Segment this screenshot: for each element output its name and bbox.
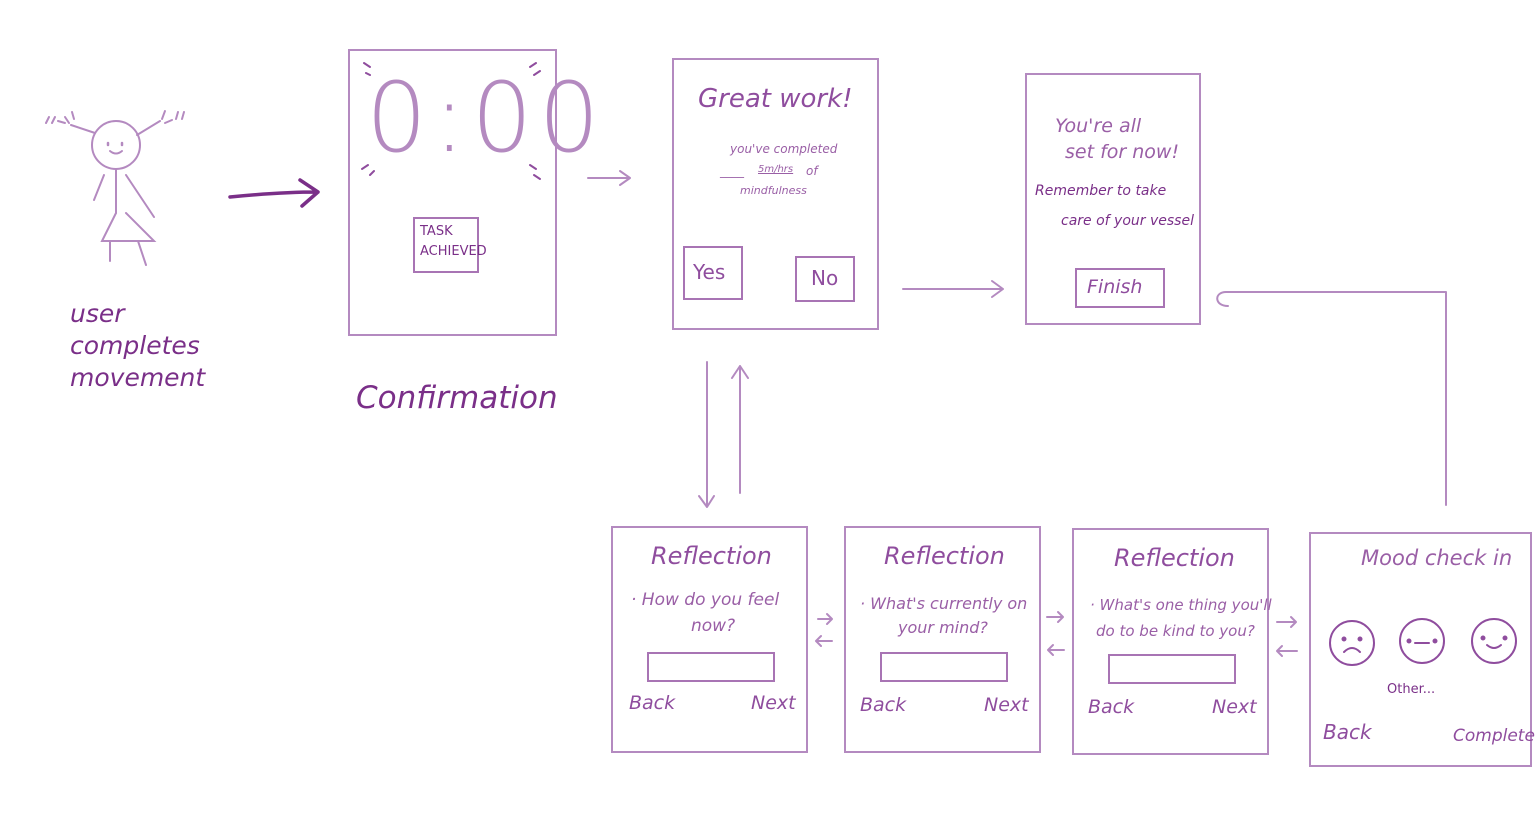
arrow-mood-to-done bbox=[1216, 291, 1447, 506]
finish-button[interactable]: Finish bbox=[1075, 268, 1165, 308]
reflection-question-line1: · How do you feel bbox=[631, 590, 780, 610]
other-mood-option[interactable]: Other... bbox=[1387, 682, 1436, 697]
reflection-question-line1: · What's one thing you'll bbox=[1090, 596, 1272, 614]
confirmation-screen: 0:00 TASK ACHIEVED bbox=[348, 49, 600, 336]
yes-button[interactable]: Yes bbox=[683, 246, 743, 300]
reflection-answer-input[interactable] bbox=[1108, 654, 1236, 684]
timer-display: 0:00 bbox=[366, 62, 606, 174]
next-button[interactable]: Next bbox=[984, 694, 1029, 716]
back-button[interactable]: Back bbox=[1323, 720, 1372, 744]
arrow-to-done bbox=[902, 280, 1004, 298]
back-button[interactable]: Back bbox=[860, 694, 907, 716]
completed-unit: 5m/hrs bbox=[758, 164, 794, 175]
reflection-question-line2: do to be kind to you? bbox=[1096, 622, 1255, 640]
user-completes-label: user completes movement bbox=[70, 299, 206, 392]
reflection-question-line1: · What's currently on bbox=[860, 594, 1028, 613]
reflection-title: Reflection bbox=[651, 542, 772, 570]
reflection-answer-input[interactable] bbox=[880, 652, 1008, 682]
mood-title: Mood check in bbox=[1361, 546, 1513, 570]
arrow-down-to-reflection bbox=[698, 361, 715, 508]
completed-text: you've completed bbox=[730, 142, 838, 156]
confirmation-label: Confirmation bbox=[356, 380, 558, 416]
arrow-r2-to-r1 bbox=[815, 635, 833, 647]
next-button[interactable]: Next bbox=[1212, 696, 1257, 718]
reflection-screen-3: Reflection · What's one thing you'll do … bbox=[1072, 528, 1272, 755]
arrow-mood-to-r3 bbox=[1276, 645, 1298, 657]
sad-face-icon[interactable] bbox=[1327, 618, 1377, 668]
completed-of: of bbox=[806, 164, 818, 178]
reflection-screen-1: Reflection · How do you feel now? Back N… bbox=[611, 526, 808, 753]
arrow-r2-to-r3 bbox=[1046, 611, 1064, 623]
neutral-face-icon[interactable] bbox=[1397, 616, 1447, 666]
reflection-title: Reflection bbox=[884, 542, 1005, 570]
completed-blank: ____ bbox=[720, 164, 744, 178]
reflection-answer-input[interactable] bbox=[647, 652, 775, 682]
task-achieved-badge: TASK ACHIEVED bbox=[413, 217, 487, 273]
mood-check-in-screen: Mood check in Other... Back Complete bbox=[1309, 532, 1535, 767]
reflection-question-line2: now? bbox=[691, 616, 736, 636]
reminder-line1: Remember to take bbox=[1035, 183, 1167, 199]
reflection-screen-2: Reflection · What's currently on your mi… bbox=[844, 526, 1041, 753]
happy-face-icon[interactable] bbox=[1469, 616, 1519, 666]
no-button[interactable]: No bbox=[795, 256, 855, 302]
sparkle-icon bbox=[361, 62, 541, 180]
back-button[interactable]: Back bbox=[1088, 696, 1135, 718]
arrow-r3-to-r2 bbox=[1047, 644, 1065, 656]
all-set-line2: set for now! bbox=[1065, 141, 1180, 163]
all-set-line1: You're all bbox=[1055, 115, 1142, 137]
done-screen: You're all set for now! Remember to take… bbox=[1025, 73, 1201, 325]
reminder-line2: care of your vessel bbox=[1061, 213, 1194, 229]
great-work-title: Great work! bbox=[698, 84, 853, 114]
user-figure-icon bbox=[45, 110, 185, 266]
reflection-question-line2: your mind? bbox=[898, 618, 988, 637]
arrow-r1-to-r2 bbox=[817, 613, 833, 625]
arrow-r3-to-mood bbox=[1276, 616, 1297, 628]
next-button[interactable]: Next bbox=[751, 692, 796, 714]
arrow-to-confirmation bbox=[228, 178, 320, 208]
complete-button[interactable]: Complete bbox=[1453, 726, 1535, 746]
back-button[interactable]: Back bbox=[629, 692, 676, 714]
arrow-up-to-great-work bbox=[731, 365, 749, 494]
arrow-to-great-work bbox=[587, 170, 631, 186]
great-work-screen: Great work! you've completed ____ 5m/hrs… bbox=[672, 58, 879, 330]
mindfulness-text: mindfulness bbox=[740, 184, 807, 197]
reflection-title: Reflection bbox=[1114, 544, 1235, 572]
